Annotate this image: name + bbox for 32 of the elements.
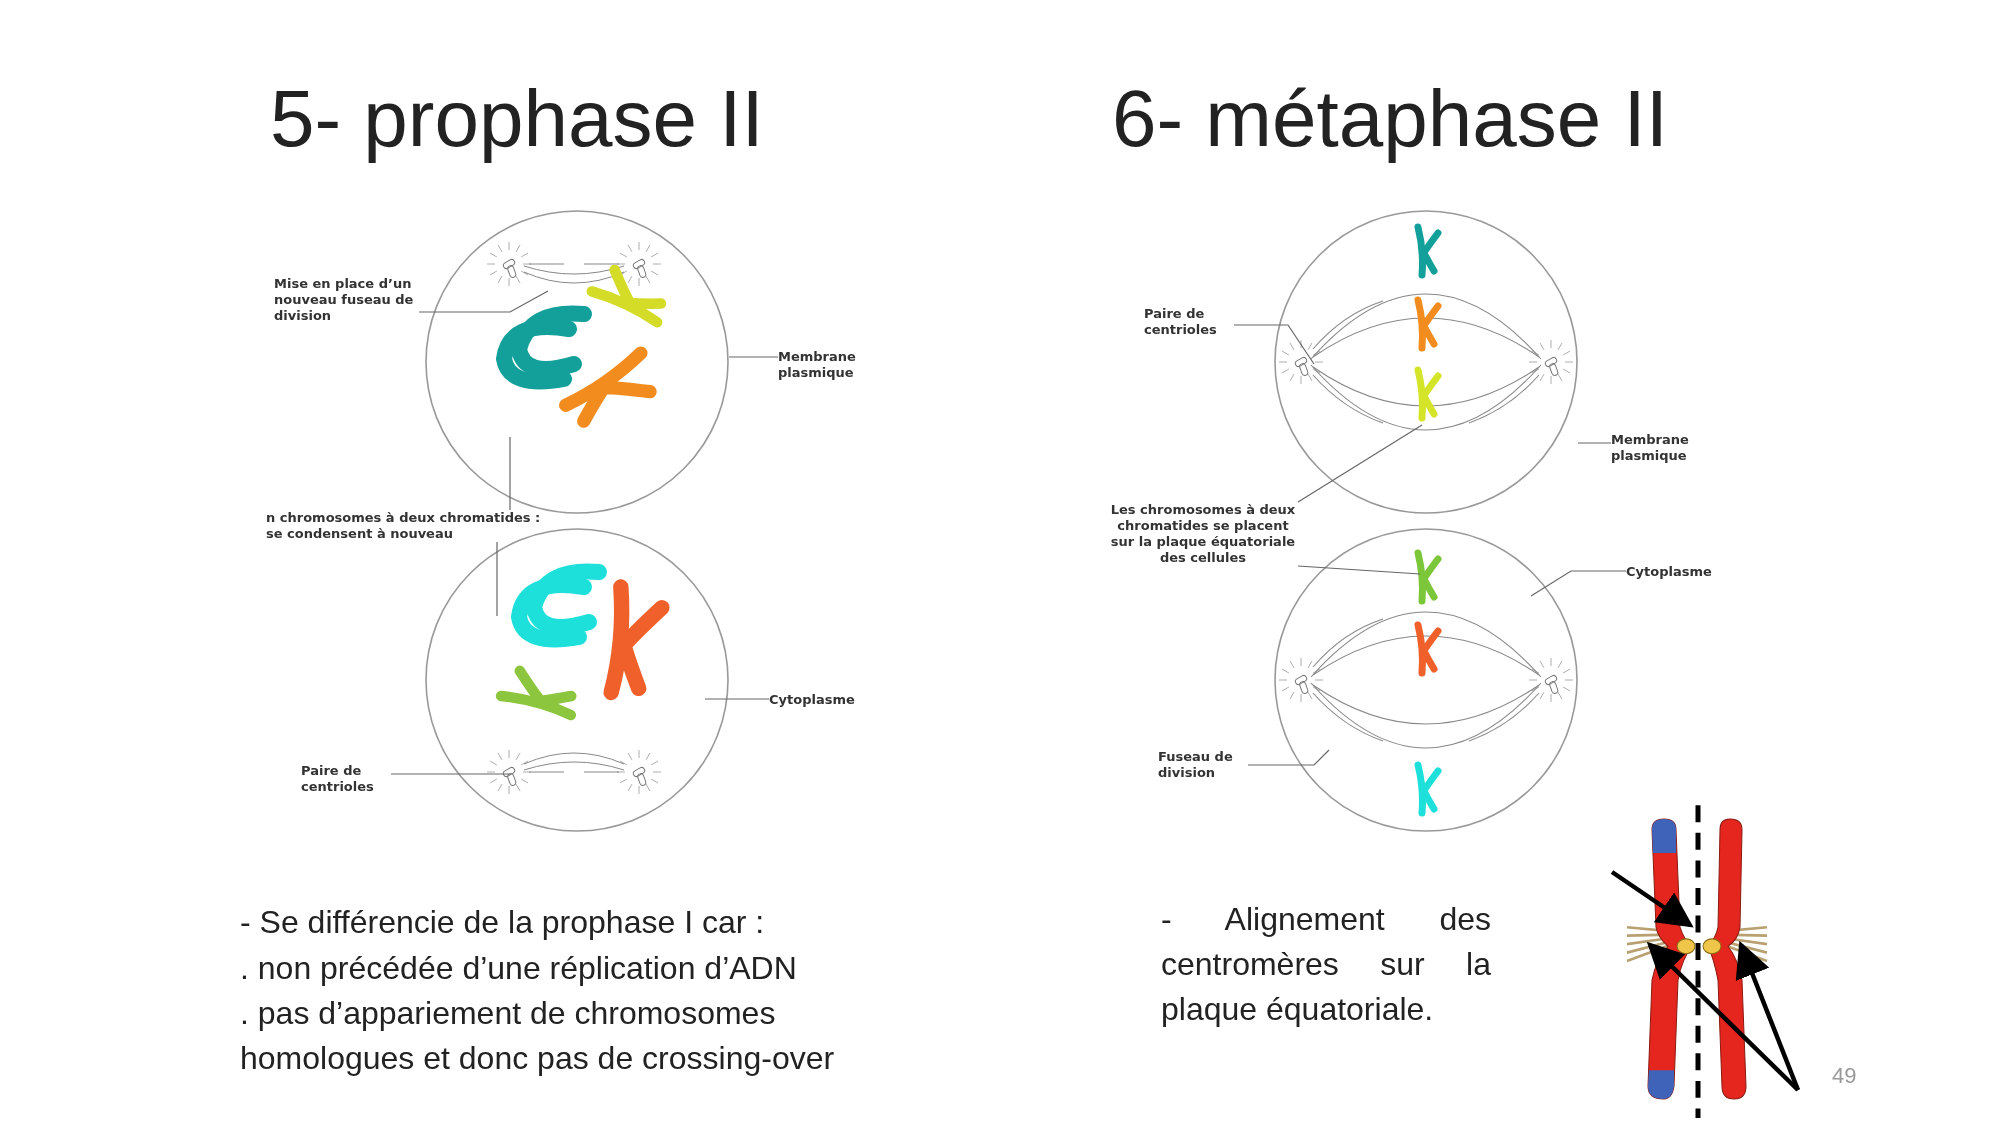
callout-label: Les chromosomes à deux chromatides se placent sur la plaque équatoriale des cellules (1108, 502, 1298, 566)
leader-line (728, 356, 779, 358)
bullet-text: - Alignement des centromères sur la plaque équatoriale. (1161, 900, 1491, 1029)
callout-label: Cytoplasme (1626, 564, 1726, 580)
callout-label: Cytoplasme (769, 692, 869, 708)
bullet-text: - Se différencie de la prophase I car : (240, 903, 766, 942)
callout-label: Paire de centrioles (1144, 306, 1234, 338)
leader-line (1297, 424, 1423, 503)
leader-line (1577, 442, 1612, 444)
arrow (1646, 941, 1800, 1092)
callout-label: Membrane plasmique (778, 349, 868, 381)
callout-label: Fuseau de division (1158, 749, 1248, 781)
leader-line (509, 436, 511, 511)
callout-label: Paire de centrioles (301, 763, 391, 795)
callout-label: Membrane plasmique (1611, 432, 1701, 464)
slide-title: 6- métaphase II (1112, 73, 1669, 165)
arrow (1610, 870, 1694, 928)
leader-line (1247, 749, 1330, 766)
arrow (1735, 940, 1801, 1091)
leader-line (496, 541, 498, 617)
bullet-text: . non précédée d’une réplication d’ADN (240, 949, 798, 988)
page-number: 49 (1832, 1062, 1858, 1090)
slide-title: 5- prophase II (270, 73, 765, 165)
callout-label: Mise en place d’un nouveau fuseau de division (274, 276, 419, 324)
leader-line (1530, 570, 1627, 597)
leader-line (1297, 565, 1421, 575)
leader-line (390, 773, 511, 775)
leader-line (1233, 324, 1315, 365)
callout-label: n chromosomes à deux chromatides : se condensent à nouveau (266, 510, 546, 542)
leader-line (704, 698, 770, 700)
leader-line (418, 290, 549, 313)
bullet-text: . pas d’appariement de chromosomes homologues et donc pas de crossing-over (240, 994, 836, 1078)
